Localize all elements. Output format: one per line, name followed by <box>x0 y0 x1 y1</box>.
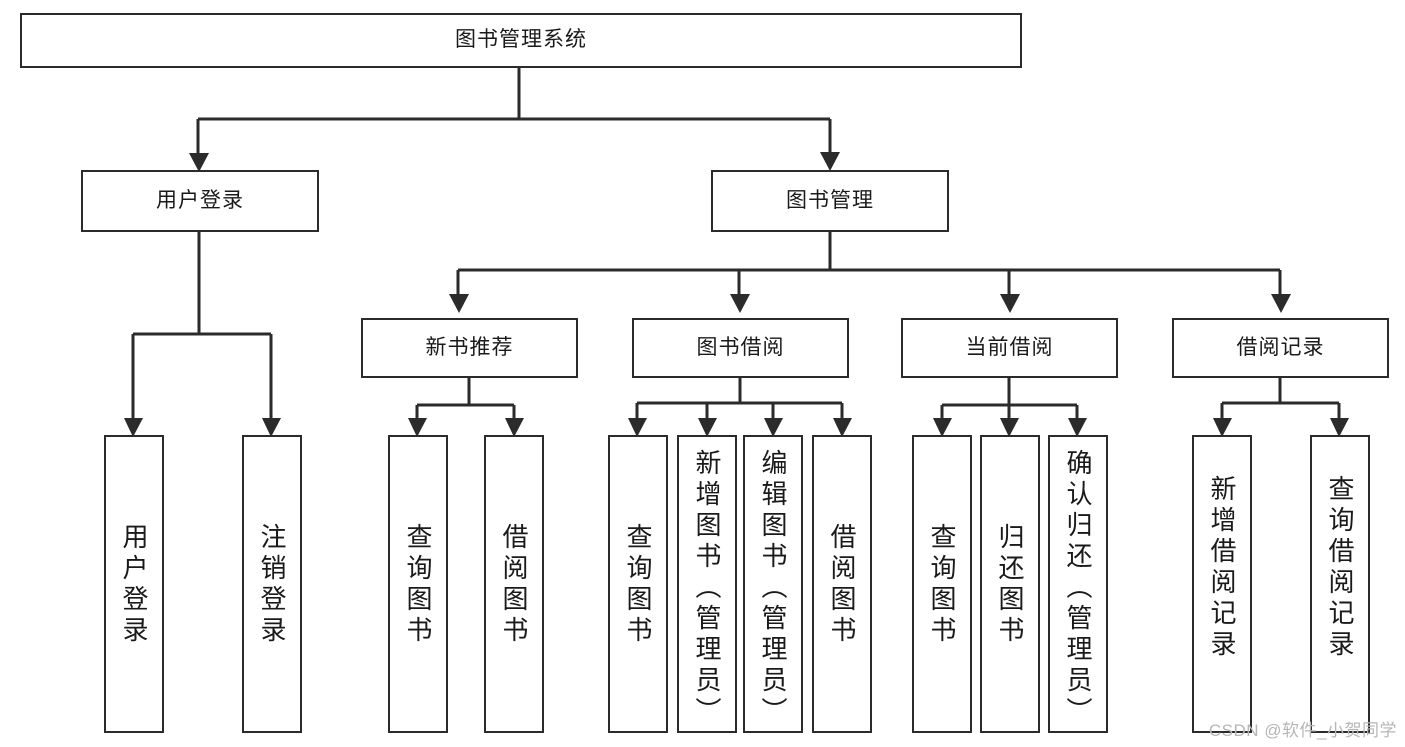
node-label: 查询图书 <box>403 523 434 647</box>
leaf-borrow-book-new[interactable]: 借阅图书 <box>484 435 544 733</box>
node-label: 查询图书 <box>623 523 654 647</box>
node-label: 确认归还（管理员） <box>1063 449 1094 728</box>
leaf-query-book-borrow[interactable]: 查询图书 <box>608 435 668 733</box>
node-label: 图书管理系统 <box>455 28 587 52</box>
node-label: 查询借阅记录 <box>1325 475 1356 661</box>
leaf-query-book-new[interactable]: 查询图书 <box>388 435 448 733</box>
leaf-add-book-admin[interactable]: 新增图书（管理员） <box>677 435 737 733</box>
node-user-login[interactable]: 用户登录 <box>81 170 319 232</box>
node-book-borrow[interactable]: 图书借阅 <box>632 318 849 378</box>
node-label: 借阅图书 <box>499 523 530 647</box>
node-label: 查询图书 <box>927 523 958 647</box>
node-label: 用户登录 <box>119 523 150 647</box>
node-label: 注销登录 <box>257 523 288 647</box>
leaf-borrow-book[interactable]: 借阅图书 <box>812 435 872 733</box>
node-borrow-record[interactable]: 借阅记录 <box>1172 318 1389 378</box>
node-label: 新增借阅记录 <box>1207 475 1238 661</box>
node-label: 新书推荐 <box>425 335 514 359</box>
leaf-edit-book-admin[interactable]: 编辑图书（管理员） <box>743 435 803 733</box>
leaf-logout[interactable]: 注销登录 <box>242 435 302 733</box>
node-label: 图书借阅 <box>696 335 785 359</box>
leaf-confirm-return-admin[interactable]: 确认归还（管理员） <box>1048 435 1108 733</box>
leaf-query-borrow-record[interactable]: 查询借阅记录 <box>1310 435 1370 733</box>
watermark: CSDN @软件_小贺同学 <box>1208 721 1397 740</box>
node-label: 归还图书 <box>995 523 1026 647</box>
node-new-book-recommend[interactable]: 新书推荐 <box>361 318 578 378</box>
leaf-return-book[interactable]: 归还图书 <box>980 435 1040 733</box>
node-label: 用户登录 <box>156 188 244 212</box>
leaf-add-borrow-record[interactable]: 新增借阅记录 <box>1192 435 1252 733</box>
node-label: 图书管理 <box>786 188 874 212</box>
node-label: 借阅记录 <box>1236 335 1325 359</box>
node-current-borrow[interactable]: 当前借阅 <box>901 318 1118 378</box>
node-label: 编辑图书（管理员） <box>758 449 789 728</box>
node-root-system[interactable]: 图书管理系统 <box>20 13 1022 68</box>
leaf-query-book-current[interactable]: 查询图书 <box>912 435 972 733</box>
leaf-user-login[interactable]: 用户登录 <box>104 435 164 733</box>
node-label: 新增图书（管理员） <box>692 449 723 728</box>
node-label: 借阅图书 <box>827 523 858 647</box>
node-label: 当前借阅 <box>965 335 1054 359</box>
node-book-management[interactable]: 图书管理 <box>711 170 949 232</box>
